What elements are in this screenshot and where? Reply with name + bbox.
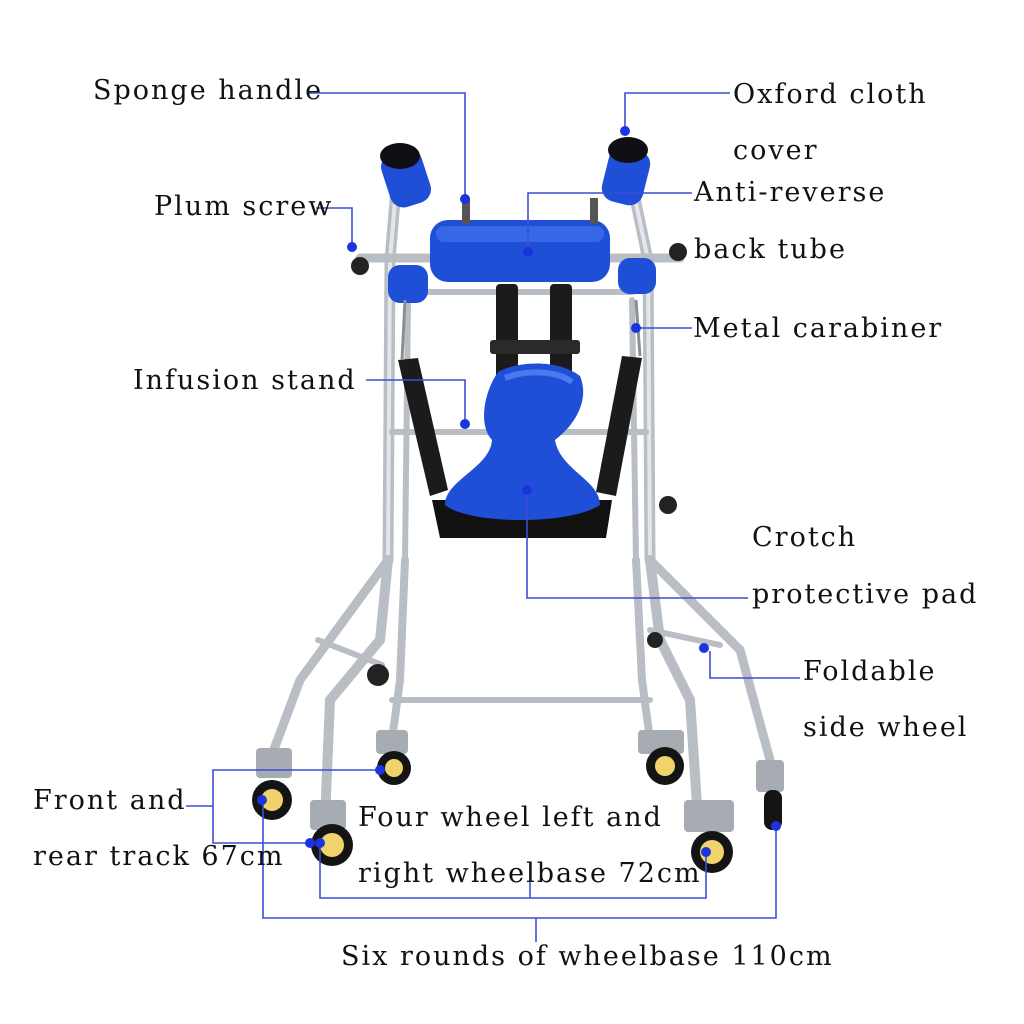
crotch-seat — [432, 363, 612, 538]
label-plum-screw: Plum screw — [154, 191, 334, 222]
dot-infusion-stand — [460, 419, 470, 429]
wheel-rear-left — [252, 748, 292, 820]
dot-track-3 — [257, 795, 267, 805]
dot-wheelbase-1 — [701, 847, 711, 857]
label-anti-reverse: Anti-reverse — [694, 177, 887, 208]
label-front-and: Front and — [33, 785, 187, 816]
label-side-wheel: side wheel — [803, 712, 969, 743]
label-back-tube: back tube — [694, 234, 847, 265]
label-protective-pad: protective pad — [752, 579, 979, 610]
dot-track-2 — [305, 838, 315, 848]
dot-six-wheelbase — [771, 821, 781, 831]
wheel-front-left — [310, 800, 353, 866]
wheel-side-right — [756, 760, 784, 830]
label-metal-carabiner: Metal carabiner — [693, 313, 944, 344]
dot-track-1 — [375, 765, 385, 775]
dot-wheelbase-2 — [315, 838, 325, 848]
dot-carabiner — [631, 323, 641, 333]
wheel-inner-right — [638, 730, 684, 785]
callout-lines — [186, 92, 800, 942]
harness-straps — [398, 284, 642, 496]
callout-dots — [257, 126, 781, 857]
label-oxford-cover: cover — [733, 135, 819, 166]
dot-side-wheel — [699, 643, 709, 653]
label-foldable: Foldable — [803, 656, 937, 687]
plum-screws — [351, 243, 687, 686]
label-four-wheel: Four wheel left and — [358, 802, 663, 833]
wheels — [252, 730, 784, 873]
label-sponge-handle: Sponge handle — [93, 75, 324, 106]
dot-back-tube — [523, 247, 533, 257]
wheel-inner-left — [376, 730, 411, 785]
label-wheelbase-72: right wheelbase 72cm — [358, 858, 702, 889]
label-rear-track: rear track 67cm — [33, 841, 285, 872]
label-infusion-stand: Infusion stand — [133, 365, 357, 396]
dot-sponge-handle — [460, 194, 470, 204]
sponge-handles — [380, 137, 656, 303]
dot-crotch-pad — [522, 485, 532, 495]
label-six-rounds: Six rounds of wheelbase 110cm — [341, 941, 834, 972]
dot-oxford-cover — [620, 126, 630, 136]
label-oxford-cloth: Oxford cloth — [733, 79, 928, 110]
label-crotch: Crotch — [752, 522, 858, 553]
back-pad — [430, 198, 610, 282]
dot-plum-screw — [347, 242, 357, 252]
